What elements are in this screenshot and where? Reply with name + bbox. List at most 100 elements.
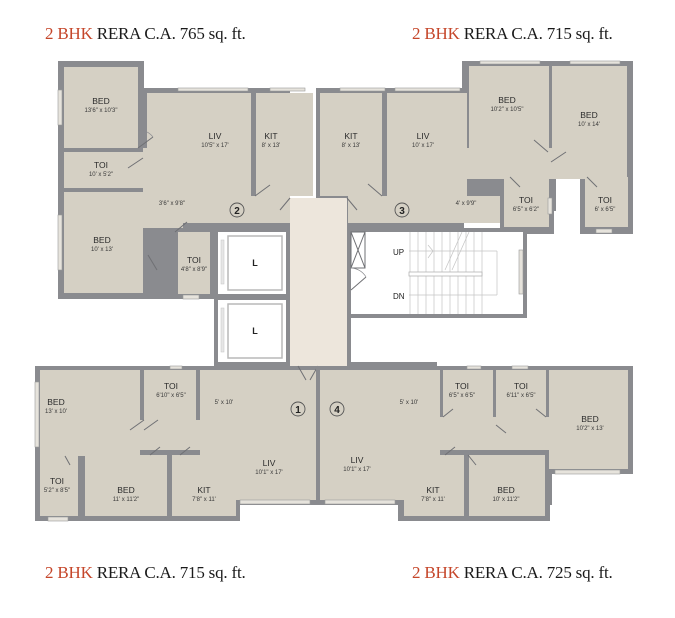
lift-label: L xyxy=(252,258,258,268)
room-dim: 6'5" x 6'2" xyxy=(513,207,539,213)
unit-4: TOI 6'5" x 6'5" TOI 6'11" x 6'5" 5' x 10… xyxy=(316,365,633,521)
room-name: BED xyxy=(92,96,109,106)
area-label: RERA C.A. 715 sq. ft. xyxy=(92,563,246,582)
room-dim: 8' x 13' xyxy=(262,143,281,149)
room-name: KIT xyxy=(264,131,277,141)
room-name: LIV xyxy=(351,455,364,465)
room-dim: 10'2" x 10'5" xyxy=(491,107,524,113)
unit-number-badge xyxy=(329,401,345,417)
area-label: RERA C.A. 715 sq. ft. xyxy=(459,24,613,43)
room-dim: 10'1" x 17' xyxy=(343,467,370,473)
unit1-toilet-1 xyxy=(144,370,196,420)
room-dim: 6'10" x 6'5" xyxy=(156,393,186,399)
room-name: TOI xyxy=(164,381,178,391)
unit1-bed-2 xyxy=(85,455,167,516)
unit3-foyer xyxy=(348,196,500,223)
unit2-bed-2 xyxy=(64,192,143,293)
unit-number: 4 xyxy=(334,405,340,416)
unit1-toilet-2 xyxy=(40,456,78,516)
unit2-foyer xyxy=(183,196,290,223)
unit4-hall xyxy=(440,417,550,450)
room-name: BED xyxy=(580,110,597,120)
room-name: TOI xyxy=(94,160,108,170)
unit2-kitchen xyxy=(256,93,313,196)
unit-3-area-caption: 2 BHK RERA C.A. 715 sq. ft. xyxy=(412,24,613,44)
unit-3: KIT 8' x 13' LIV 10' x 17' 4' x 9'9" BED… xyxy=(316,60,633,235)
core: L L UP DN xyxy=(214,198,531,368)
room-name: TOI xyxy=(187,255,201,265)
unit-number-badge xyxy=(394,202,410,218)
lift-2 xyxy=(227,303,283,359)
unit-2-area-caption: 2 BHK RERA C.A. 765 sq. ft. xyxy=(45,24,246,44)
lobby-corridor xyxy=(290,198,347,366)
room-dim: 10' x 13' xyxy=(91,247,113,253)
unit-number-badge xyxy=(229,202,245,218)
room-dim: 10' x 11'2" xyxy=(493,497,520,503)
room-dim: 10' x 17' xyxy=(412,143,434,149)
unit-4-area-caption: 2 BHK RERA C.A. 725 sq. ft. xyxy=(412,563,613,583)
room-dim: 5' x 10' xyxy=(215,400,234,406)
unit4-bed-2 xyxy=(469,455,545,516)
bhk-label: 2 BHK xyxy=(412,563,460,582)
room-dim: 6'5" x 6'5" xyxy=(449,393,475,399)
room-dim: 11' x 11'2" xyxy=(113,497,140,503)
room-dim: 10'2" x 13' xyxy=(576,426,603,432)
room-name: BED xyxy=(47,397,64,407)
room-dim: 10' x 5'2" xyxy=(89,172,113,178)
room-name: BED xyxy=(498,95,515,105)
unit-number: 2 xyxy=(234,206,240,217)
room-dim: 3'6" x 9'8" xyxy=(159,201,185,207)
room-name: BED xyxy=(497,485,514,495)
unit-number: 3 xyxy=(399,206,405,217)
lift-1 xyxy=(227,235,283,291)
room-dim: 6'11" x 6'5" xyxy=(506,393,535,399)
unit-2: BED 13'6" x 10'3" TOI 10' x 5'2" LIV 10'… xyxy=(57,61,313,300)
unit1-hall xyxy=(140,420,240,450)
room-name: KIT xyxy=(197,485,210,495)
unit4-toilet-1 xyxy=(443,370,493,417)
stair-down-label: DN xyxy=(393,292,405,301)
unit3-bed-2 xyxy=(552,66,627,179)
room-dim: 8' x 13' xyxy=(342,143,361,149)
lift-label: L xyxy=(252,326,258,336)
unit1-kitchen xyxy=(172,455,236,516)
room-dim: 5' x 10' xyxy=(400,400,419,406)
room-name: TOI xyxy=(514,381,528,391)
room-name: TOI xyxy=(519,195,533,205)
room-dim: 10'5" x 17' xyxy=(201,143,228,149)
unit4-bed-1 xyxy=(549,370,628,469)
room-dim: 13' x 10' xyxy=(45,409,67,415)
room-dim: 6' x 6'5" xyxy=(595,207,616,213)
room-dim: 7'8" x 11' xyxy=(192,497,216,503)
bhk-label: 2 BHK xyxy=(412,24,460,43)
room-name: LIV xyxy=(209,131,222,141)
unit3-kitchen xyxy=(320,93,382,196)
area-label: RERA C.A. 765 sq. ft. xyxy=(92,24,246,43)
room-name: BED xyxy=(93,235,110,245)
stair-up-label: UP xyxy=(393,248,404,257)
room-name: BED xyxy=(117,485,134,495)
room-dim: 10' x 14' xyxy=(578,122,600,128)
unit4-toilet-2 xyxy=(496,370,546,417)
room-dim: 4'8" x 8'9" xyxy=(181,267,207,273)
room-name: BED xyxy=(581,414,598,424)
room-dim: 7'8" x 11' xyxy=(421,497,445,503)
unit3-toilet-2 xyxy=(585,177,628,227)
room-name: TOI xyxy=(455,381,469,391)
unit-1: BED 13' x 10' TOI 6'10" x 6'5" 5' x 10' … xyxy=(34,365,320,522)
unit2-toilet-2 xyxy=(178,232,210,294)
area-label: RERA C.A. 725 sq. ft. xyxy=(459,563,613,582)
room-name: LIV xyxy=(263,458,276,468)
unit-number-badge xyxy=(290,401,306,417)
unit3-bed-1 xyxy=(469,66,549,148)
room-dim: 13'6" x 10'3" xyxy=(85,108,118,114)
room-dim: 4' x 9'9" xyxy=(456,201,477,207)
room-name: KIT xyxy=(426,485,439,495)
bhk-label: 2 BHK xyxy=(45,24,93,43)
unit-number: 1 xyxy=(295,405,301,416)
room-dim: 10'1" x 17' xyxy=(255,470,282,476)
room-dim: 5'2" x 8'5" xyxy=(44,488,70,494)
room-name: KIT xyxy=(344,131,357,141)
unit2-bed-1 xyxy=(64,67,138,148)
